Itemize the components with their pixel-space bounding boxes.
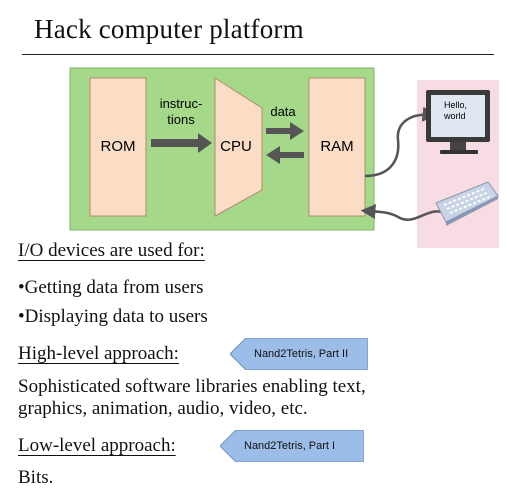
high-level-body-1: Sophisticated software libraries enablin…	[18, 376, 366, 397]
io-devices-heading: I/O devices are used for:	[18, 240, 205, 261]
title-divider	[22, 54, 494, 55]
rom-block	[89, 77, 147, 217]
instructions-arrow	[151, 133, 212, 153]
input-connector	[360, 204, 447, 221]
keyboard-icon	[435, 181, 499, 226]
high-level-body-2: graphics, animation, audio, video, etc.	[18, 398, 308, 419]
use-item-2: •Displaying data to users	[18, 306, 208, 327]
cpu-label: CPU	[220, 138, 252, 155]
low-level-heading: Low-level approach:	[18, 435, 176, 456]
rom-label: ROM	[101, 138, 136, 155]
part-1-tag-label: Nand2Tetris, Part I	[244, 440, 336, 452]
instructions-label-2: tions	[167, 112, 195, 127]
screen-text-1: Hello,	[444, 100, 467, 110]
low-level-body: Bits.	[18, 467, 54, 488]
data-arrow-to-cpu	[266, 146, 304, 164]
part-2-tag: Nand2Tetris, Part II	[230, 338, 368, 370]
cpu-block	[214, 77, 263, 217]
use-item-1: •Getting data from users	[18, 277, 204, 298]
output-connector	[364, 106, 438, 178]
ram-label: RAM	[320, 138, 353, 155]
hack-platform-diagram: ROM instruc- tions CPU data RAM Hello, w…	[69, 67, 499, 248]
slide-title: Hack computer platform	[34, 14, 304, 44]
ram-block	[308, 77, 366, 217]
instructions-label-1: instruc-	[160, 96, 203, 111]
part-2-tag-label: Nand2Tetris, Part II	[254, 348, 349, 360]
monitor-icon	[426, 90, 490, 154]
high-level-heading: High-level approach:	[18, 343, 179, 364]
data-label: data	[270, 104, 296, 119]
part-1-tag: Nand2Tetris, Part I	[220, 430, 364, 462]
screen-text-2: world	[443, 111, 466, 121]
data-arrow-to-ram	[266, 122, 304, 140]
